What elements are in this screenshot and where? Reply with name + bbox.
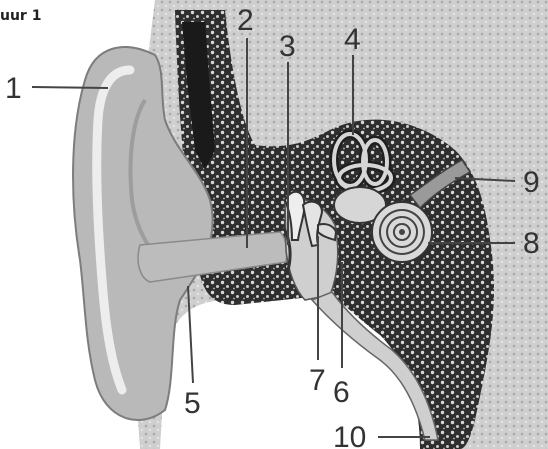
label-4: 4 — [344, 23, 361, 56]
label-5: 5 — [184, 387, 201, 420]
label-2: 2 — [237, 4, 254, 37]
label-1: 1 — [5, 72, 22, 105]
label-3: 3 — [279, 30, 296, 63]
label-6: 6 — [333, 376, 350, 409]
label-10: 10 — [333, 421, 366, 449]
label-9: 9 — [523, 166, 540, 199]
label-8: 8 — [523, 227, 540, 260]
label-7: 7 — [309, 364, 326, 397]
leader-line-1 — [32, 87, 108, 88]
cochlea — [372, 202, 432, 262]
